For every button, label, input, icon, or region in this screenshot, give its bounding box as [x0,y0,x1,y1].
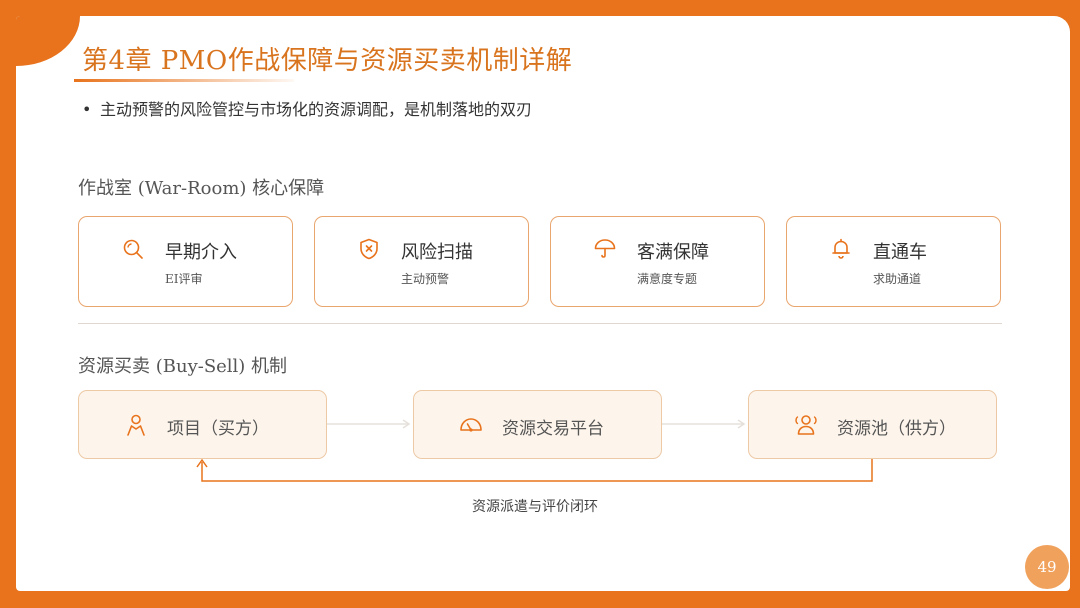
card-title: 早期介入 [165,242,237,263]
node-platform[interactable]: 资源交易平台 [413,390,662,459]
node-label: 项目（买方） [167,419,269,439]
bullet-marker: • [82,100,92,119]
user-icon [127,414,145,436]
bullet-text: 主动预警的风险管控与市场化的资源调配，是机制落地的双刃 [100,100,533,119]
card-subtitle: 主动预警 [401,272,450,286]
search-icon [123,239,143,259]
card-direct-channel[interactable]: 直通车 求助通道 [786,216,1001,307]
umbrella-icon [594,239,616,258]
bell-icon [832,238,850,259]
card-title: 风险扫描 [401,242,473,263]
page-number-badge: 49 [1025,545,1069,589]
arrowhead [737,419,746,429]
loop-label: 资源派遣与评价闭环 [472,499,598,515]
node-label: 资源池（供方） [837,419,956,439]
card-risk-scan[interactable]: 风险扫描 主动预警 [314,216,529,307]
card-satisfaction-guarantee[interactable]: 客满保障 满意度专题 [550,216,765,307]
card-subtitle: 满意度专题 [637,272,698,286]
feedback-loop-line [201,459,873,482]
feedback-loop-arrowhead [196,458,208,468]
card-early-intervention[interactable]: 早期介入 EI评审 [78,216,293,307]
node-label: 资源交易平台 [502,419,604,439]
card-title: 客满保障 [637,242,709,263]
arrowhead [402,419,411,429]
node-buyer[interactable]: 项目（买方） [78,390,327,459]
dashboard-icon [460,418,482,432]
card-subtitle: EI评审 [165,272,203,286]
bullet-point: • 主动预警的风险管控与市场化的资源调配，是机制落地的双刃 [82,96,532,120]
slide: 第4章 PMO作战保障与资源买卖机制详解 • 主动预警的风险管控与市场化的资源调配… [16,16,1070,591]
card-subtitle: 求助通道 [873,272,922,286]
war-room-heading: 作战室 (War-Room) 核心保障 [78,178,325,199]
flow-connectors [196,419,873,482]
page-title: 第4章 PMO作战保障与资源买卖机制详解 [82,46,573,76]
card-title: 直通车 [873,242,927,263]
buy-sell-heading: 资源买卖 (Buy-Sell) 机制 [78,356,288,377]
section-divider [78,323,1002,324]
title-underline [74,79,294,82]
node-resource-pool[interactable]: 资源池（供方） [748,390,997,459]
shield-x-icon [360,238,378,260]
users-icon [795,415,817,435]
